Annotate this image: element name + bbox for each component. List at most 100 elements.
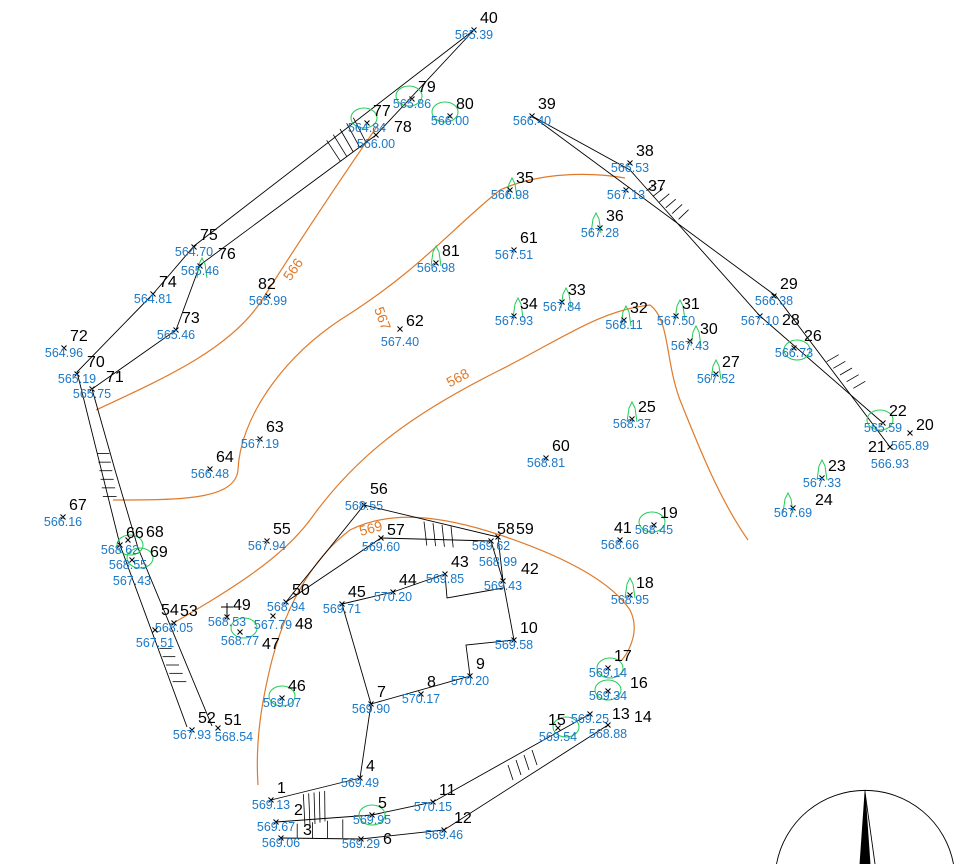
- slope-hatch: [423, 521, 428, 546]
- point-number: 81: [442, 243, 460, 260]
- survey-point-8[interactable]: 570.178: [402, 674, 440, 706]
- point-marker-icon: [605, 722, 611, 728]
- point-elevation: 568.45: [635, 523, 673, 537]
- point-elevation: 568.77: [221, 634, 259, 648]
- point-elevation: 569.67: [257, 820, 295, 834]
- survey-point-2[interactable]: 569.672: [257, 802, 303, 834]
- survey-point-9[interactable]: 570.209: [451, 656, 489, 688]
- point-elevation: 569.25: [571, 712, 609, 726]
- point-marker-icon: [418, 691, 424, 697]
- point-elevation: 568.94: [267, 600, 305, 614]
- survey-point-5[interactable]: 569.955: [353, 795, 391, 827]
- point-number: 62: [406, 313, 424, 330]
- slope-hatch: [659, 193, 670, 203]
- point-elevation: 567.79: [254, 618, 292, 632]
- survey-point-1[interactable]: 569.131: [252, 780, 290, 812]
- north-arrow: [776, 789, 954, 864]
- survey-point-3[interactable]: 569.063: [262, 822, 312, 850]
- point-number: 82: [258, 276, 276, 293]
- survey-point-4[interactable]: 569.494: [341, 758, 379, 790]
- point-elevation: 566.73: [775, 346, 813, 360]
- survey-point-7[interactable]: 569.907: [352, 684, 390, 716]
- point-marker-icon: [378, 535, 384, 541]
- tree-symbol-icon: [624, 576, 636, 599]
- point-elevation: 568.54: [215, 730, 253, 744]
- point-marker-icon: [257, 436, 263, 442]
